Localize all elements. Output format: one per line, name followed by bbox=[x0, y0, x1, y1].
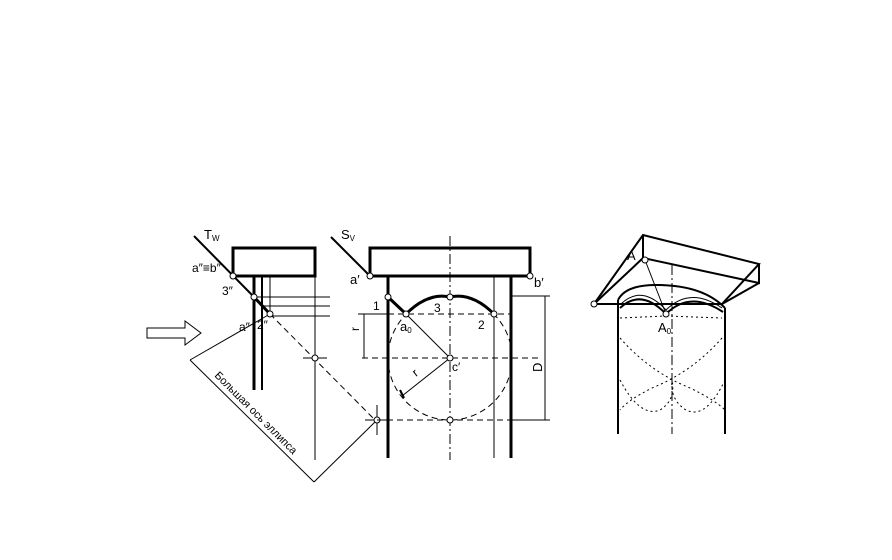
slab-iso-front bbox=[642, 235, 760, 285]
radius-tick bbox=[399, 389, 405, 399]
slab-iso-right-edge bbox=[721, 282, 760, 305]
slab-iso-left-edge bbox=[593, 257, 644, 305]
major-axis-perp-bottom bbox=[313, 419, 378, 483]
point-2 bbox=[490, 310, 498, 318]
hidden-curve-2 bbox=[619, 337, 723, 411]
point-a0 bbox=[402, 310, 410, 318]
cut-iso-curve-2 bbox=[620, 294, 723, 311]
point-iso-corner bbox=[590, 300, 598, 308]
hidden-curve-1 bbox=[619, 337, 726, 411]
label-r-diagonal: r bbox=[409, 366, 421, 379]
point-3 bbox=[446, 293, 454, 301]
trace-tw-upper bbox=[193, 235, 255, 298]
label-A: A bbox=[627, 248, 636, 263]
point-1 bbox=[384, 293, 392, 301]
label-3: 3 bbox=[434, 301, 441, 315]
cut-line-left bbox=[386, 295, 408, 316]
right-view: A A0 bbox=[590, 233, 761, 434]
point-a-prime bbox=[366, 272, 374, 280]
label-major-axis: Большая ось эллипса bbox=[212, 370, 300, 458]
trace-sv bbox=[330, 236, 371, 277]
label-1: 1 bbox=[373, 299, 380, 313]
point-b-prime bbox=[526, 272, 534, 280]
line-a-a0 bbox=[644, 259, 667, 315]
hidden-curve-3 bbox=[619, 379, 674, 412]
radius-line bbox=[405, 313, 451, 359]
label-a0: a0 bbox=[400, 319, 412, 335]
label-b-prime: b′ bbox=[534, 275, 544, 290]
label-c-prime: c′ bbox=[452, 360, 461, 374]
middle-view: SV a′ b′ 1 3 2 a0 c′ r r D bbox=[330, 227, 550, 460]
label-sv: SV bbox=[341, 227, 356, 243]
major-axis-perp-top bbox=[189, 313, 271, 361]
point-circle-bottom bbox=[446, 416, 454, 424]
slab-iso-top bbox=[592, 233, 761, 305]
label-3pp: 3″ bbox=[222, 284, 234, 298]
point-a2b2 bbox=[229, 272, 237, 280]
label-r-vertical: r bbox=[348, 327, 362, 331]
trace-tw-dashed bbox=[269, 313, 376, 421]
left-view: TW a″≡b″ 3″ a″ 2″ Большая ось эллипса bbox=[146, 227, 389, 483]
label-2pp: 2″ bbox=[257, 318, 269, 332]
column-iso-top-outer bbox=[617, 283, 726, 309]
view-direction-arrow-icon bbox=[146, 320, 202, 346]
point-3pp bbox=[250, 293, 258, 301]
point-a1pp bbox=[266, 310, 274, 318]
point-A bbox=[641, 256, 649, 264]
point-axis-mid bbox=[311, 354, 319, 362]
label-a2b2: a″≡b″ bbox=[192, 261, 222, 275]
slab-profile bbox=[231, 246, 317, 278]
point-A0 bbox=[662, 310, 670, 318]
label-tw: TW bbox=[204, 227, 220, 243]
label-A0: A0 bbox=[658, 320, 672, 336]
radius-r-dim bbox=[401, 357, 451, 397]
hidden-line-1 bbox=[619, 315, 667, 319]
label-a-prime: a′ bbox=[350, 272, 360, 287]
label-a1pp: a″ bbox=[239, 320, 251, 334]
label-d: D bbox=[530, 363, 545, 372]
major-axis-line bbox=[189, 359, 315, 483]
label-2: 2 bbox=[478, 318, 485, 332]
hidden-line-2 bbox=[665, 315, 723, 319]
point-c-prime bbox=[446, 354, 454, 362]
hidden-curve-4 bbox=[671, 379, 726, 413]
